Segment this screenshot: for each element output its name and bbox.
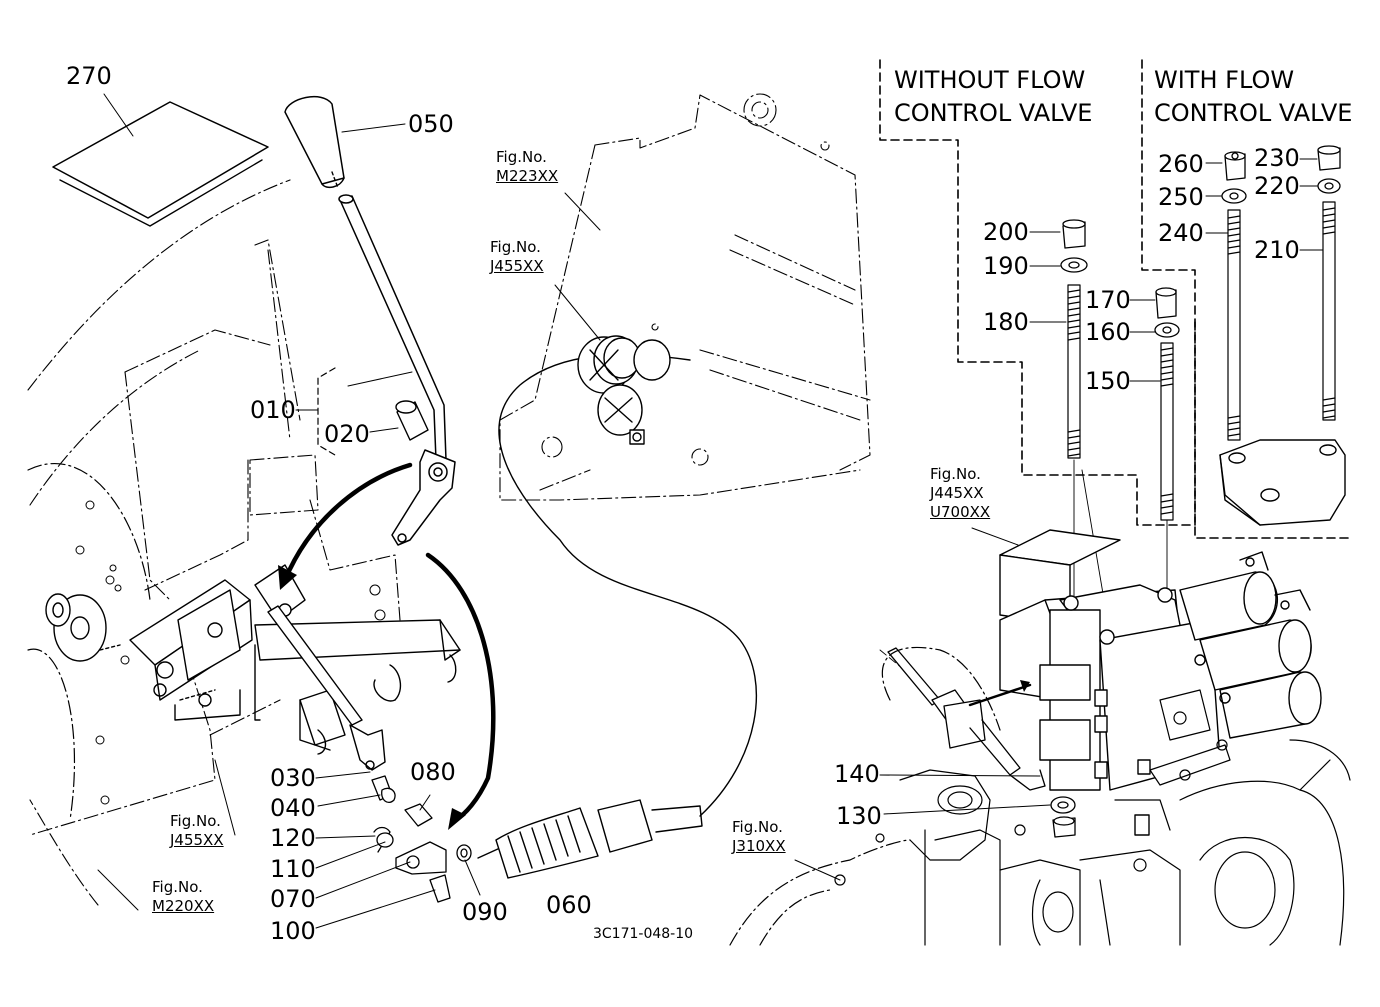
washer-190 — [1061, 258, 1087, 272]
fig-ref-code-2: U700XX — [930, 503, 991, 521]
part-label-080: 080 — [410, 758, 456, 786]
nut-170 — [1156, 288, 1176, 318]
part-label-190: 190 — [983, 252, 1029, 280]
stud-210 — [1323, 202, 1335, 420]
fig-ref-m220: Fig.No. M220XX — [152, 878, 214, 916]
part-label-250: 250 — [1158, 183, 1204, 211]
control-valve-body — [1000, 530, 1220, 835]
part-label-010: 010 — [250, 396, 296, 424]
header-with-flow: WITH FLOW CONTROL VALVE — [1154, 64, 1352, 130]
option-boxes — [880, 60, 1350, 538]
nut-200 — [1063, 220, 1085, 248]
part-label-230: 230 — [1254, 144, 1300, 172]
part-label-070: 070 — [270, 885, 316, 913]
fig-ref-code: J455XX — [170, 831, 224, 849]
part-label-220: 220 — [1254, 172, 1300, 200]
stud-240 — [1228, 210, 1240, 440]
lever-rod — [268, 606, 385, 770]
fig-ref-title: Fig.No. — [496, 148, 547, 166]
assembly-arrows — [285, 465, 493, 820]
part-label-150: 150 — [1085, 367, 1131, 395]
fig-ref-title: Fig.No. — [732, 818, 783, 836]
fig-ref-code: J445XX — [930, 484, 984, 502]
washer-250 — [1222, 189, 1246, 203]
header-with-line1: WITH FLOW — [1154, 66, 1295, 94]
fig-ref-title: Fig.No. — [490, 238, 541, 256]
fig-ref-title: Fig.No. — [152, 878, 203, 896]
boss-washer — [46, 594, 106, 661]
fig-ref-code: J455XX — [490, 257, 544, 275]
fig-ref-title: Fig.No. — [930, 465, 981, 483]
part-label-210: 210 — [1254, 236, 1300, 264]
part-label-180: 180 — [983, 308, 1029, 336]
fig-ref-j455-top: Fig.No. J455XX — [490, 238, 544, 276]
part-label-110: 110 — [270, 855, 316, 883]
fig-ref-m223: Fig.No. M223XX — [496, 148, 558, 186]
arrow-head-2 — [448, 808, 466, 830]
lever-shaft — [339, 195, 455, 545]
washer-130 — [1051, 797, 1075, 813]
part-label-240: 240 — [1158, 219, 1204, 247]
part-label-040: 040 — [270, 794, 316, 822]
part-label-050: 050 — [408, 110, 454, 138]
fig-ref-code: M220XX — [152, 897, 215, 915]
part-label-020: 020 — [324, 420, 370, 448]
drawing-code: 3C171-048-10 — [593, 926, 694, 942]
valve-linkage — [1150, 690, 1230, 785]
valve-spools — [1180, 552, 1321, 738]
fig-ref-title: Fig.No. — [170, 812, 221, 830]
header-without-line1: WITHOUT FLOW — [894, 66, 1086, 94]
nut-140-bolt — [1053, 817, 1075, 837]
leader-lines — [296, 124, 1323, 928]
wheel-hub — [28, 464, 150, 820]
collar — [396, 401, 428, 440]
instruction-sheet — [53, 94, 268, 226]
nut-230 — [1318, 146, 1340, 170]
nut-260 — [1225, 152, 1245, 180]
part-label-170: 170 — [1085, 286, 1131, 314]
header-without-flow: WITHOUT FLOW CONTROL VALVE — [894, 64, 1092, 130]
part-label-260: 260 — [1158, 150, 1204, 178]
center-panel-outline — [500, 94, 870, 500]
arrow-head-1 — [278, 565, 297, 590]
blind-plugs — [578, 336, 670, 444]
part-label-130: 130 — [836, 802, 882, 830]
hub-bolt-holes — [76, 501, 385, 804]
header-with-line2: CONTROL VALVE — [1154, 99, 1353, 127]
stud-150 — [1161, 343, 1173, 520]
part-label-060: 060 — [546, 891, 592, 919]
tractor-frame-outline — [28, 180, 400, 905]
washer-160 — [1155, 323, 1179, 337]
figure-reference-leaders — [98, 193, 1018, 910]
fig-ref-j455-left: Fig.No. J455XX — [170, 812, 224, 850]
part-label-100: 100 — [270, 917, 316, 945]
fig-ref-j310: Fig.No. J310XX — [732, 818, 786, 856]
part-label-030: 030 — [270, 764, 316, 792]
part-label-120: 120 — [270, 824, 316, 852]
lever-knob — [285, 97, 344, 188]
part-label-090: 090 — [462, 898, 508, 926]
fig-ref-code: J310XX — [732, 837, 786, 855]
lever-bracket — [100, 565, 460, 754]
fig-ref-j445: Fig.No. J445XX U700XX — [930, 465, 990, 522]
control-cable — [478, 355, 756, 878]
small-hardware — [372, 776, 471, 902]
stud-180 — [1068, 285, 1080, 458]
part-label-270: 270 — [66, 62, 112, 90]
group-bracket-010 — [318, 368, 335, 455]
part-label-200: 200 — [983, 218, 1029, 246]
washer-220 — [1318, 179, 1340, 193]
part-label-140: 140 — [834, 760, 880, 788]
part-label-160: 160 — [1085, 318, 1131, 346]
cable-end-fitting — [888, 648, 1045, 790]
transmission-housing — [730, 647, 1350, 945]
header-without-line2: CONTROL VALVE — [894, 99, 1093, 127]
flow-cover-plate — [1220, 440, 1345, 525]
fig-ref-code: M223XX — [496, 167, 559, 185]
